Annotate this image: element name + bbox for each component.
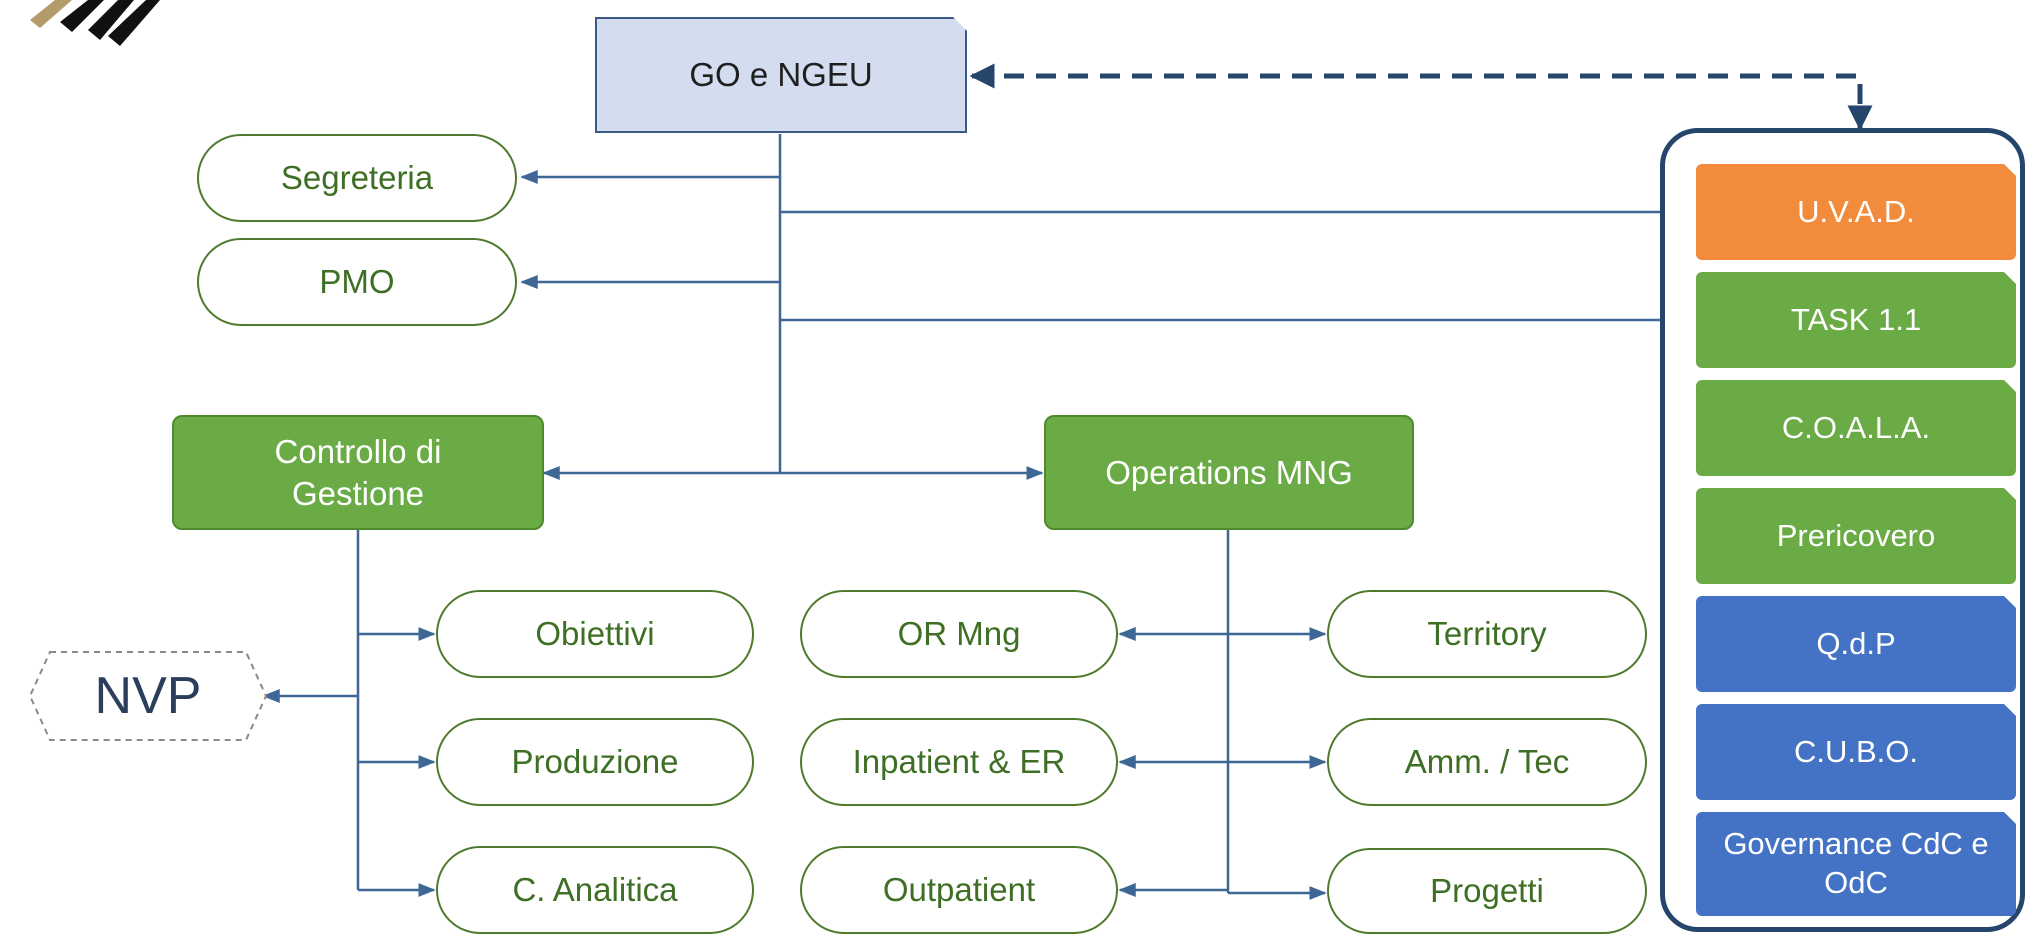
panel-item-prericovero-label: Prericovero [1776,517,1936,553]
amm-tec-box[interactable]: Amm. / Tec [1327,718,1647,806]
go-ngeu-label: GO e NGEU [689,56,873,94]
panel-item-uvad-label: U.V.A.D. [1797,193,1915,229]
obiettivi-box[interactable]: Obiettivi [436,590,754,678]
territory-box[interactable]: Territory [1327,590,1647,678]
progetti-box[interactable]: Progetti [1327,848,1647,934]
panel-item-task11-label: TASK 1.1 [1790,301,1922,337]
inpatient-er-label: Inpatient & ER [852,743,1066,781]
panel-item-coala[interactable]: C.O.A.L.A. [1696,380,2016,476]
controllo-di-gestione-label: Controllo di Gestione [274,433,442,512]
go-ngeu-box[interactable]: GO e NGEU [595,17,967,133]
panel-item-qdp[interactable]: Q.d.P [1696,596,2016,692]
panel-item-governance-label: Governance CdC e OdC [1723,826,1989,900]
panel-item-coala-label: C.O.A.L.A. [1781,409,1931,445]
dashed-link [969,63,1873,131]
operations-mng-box[interactable]: Operations MNG [1044,415,1414,530]
progetti-label: Progetti [1430,872,1544,910]
panel-item-governance[interactable]: Governance CdC e OdC [1696,812,2016,916]
or-mng-box[interactable]: OR Mng [800,590,1118,678]
nvp-label: NVP [94,667,202,725]
segreteria-box[interactable]: Segreteria [197,134,517,222]
pmo-box[interactable]: PMO [197,238,517,326]
produzione-box[interactable]: Produzione [436,718,754,806]
panel-item-qdp-label: Q.d.P [1816,625,1896,661]
panel-item-cubo-label: C.U.B.O. [1793,733,1918,769]
outpatient-label: Outpatient [882,871,1036,909]
obiettivi-label: Obiettivi [535,615,655,653]
produzione-label: Produzione [511,743,679,781]
logo-stripes [30,0,160,46]
outpatient-box[interactable]: Outpatient [800,846,1118,934]
panel-item-uvad[interactable]: U.V.A.D. [1696,164,2016,260]
or-mng-label: OR Mng [897,615,1021,653]
c-analitica-box[interactable]: C. Analitica [436,846,754,934]
inpatient-er-box[interactable]: Inpatient & ER [800,718,1118,806]
panel-item-prericovero[interactable]: Prericovero [1696,488,2016,584]
pmo-label: PMO [319,263,395,301]
operations-mng-label: Operations MNG [1105,453,1353,491]
panel-item-task11[interactable]: TASK 1.1 [1696,272,2016,368]
controllo-di-gestione-box[interactable]: Controllo di Gestione [172,415,544,530]
c-analitica-label: C. Analitica [512,871,678,909]
territory-label: Territory [1427,615,1547,653]
panel-item-cubo[interactable]: C.U.B.O. [1696,704,2016,800]
segreteria-label: Segreteria [280,159,434,197]
amm-tec-label: Amm. / Tec [1404,743,1570,781]
nvp-hexagon[interactable] [28,650,268,742]
